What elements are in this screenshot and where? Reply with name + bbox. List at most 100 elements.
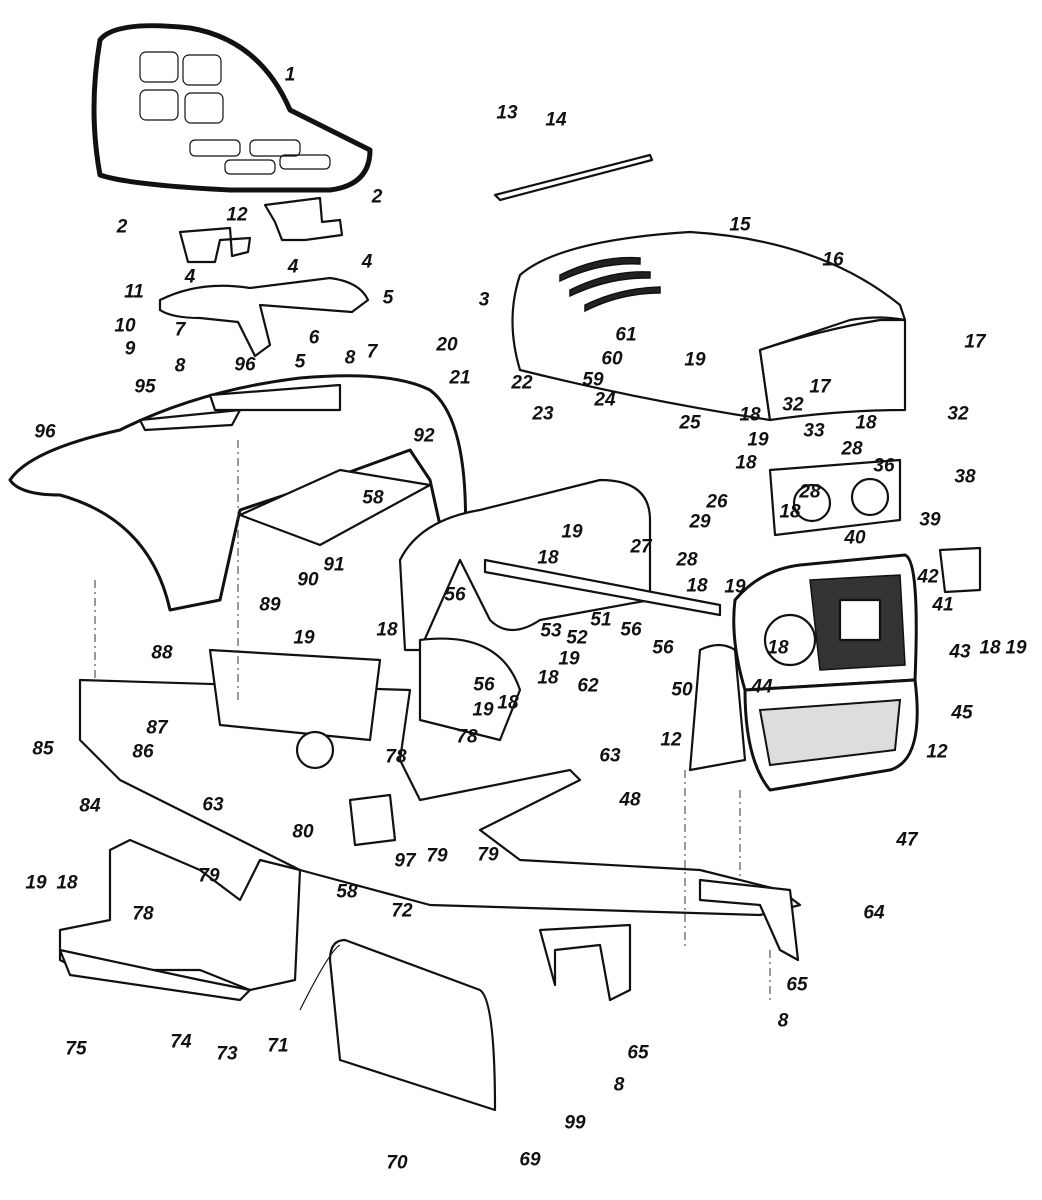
part-number-callout: 19	[25, 872, 47, 894]
part-number-callout: 26	[706, 491, 728, 513]
part-number-callout: 79	[198, 865, 220, 887]
part-number-callout: 56	[652, 637, 674, 659]
part-number-callout: 58	[362, 487, 384, 509]
part-number-callout: 4	[361, 251, 373, 273]
part-number-callout: 21	[449, 367, 471, 389]
part-number-callout: 78	[385, 746, 407, 768]
part-number-callout: 17	[809, 376, 831, 398]
part-number-callout: 62	[577, 675, 599, 697]
part-number-callout: 20	[436, 334, 458, 356]
part-number-callout: 43	[949, 641, 971, 663]
cable	[299, 944, 341, 1011]
part-number-callout: 27	[630, 536, 652, 558]
seat-pan-rail	[158, 276, 370, 358]
part-number-callout: 48	[619, 789, 641, 811]
dash-panel	[398, 478, 652, 652]
part-number-callout: 78	[456, 726, 478, 748]
part-number-callout: 89	[259, 594, 281, 616]
part-number-callout: 85	[32, 738, 54, 760]
part-number-callout: 42	[917, 566, 939, 588]
part-number-callout: 65	[627, 1042, 649, 1064]
part-number-callout: 22	[511, 372, 533, 394]
part-number-callout: 73	[216, 1043, 238, 1065]
part-number-callout: 56	[473, 674, 495, 696]
main-frame	[78, 637, 802, 1002]
part-number-callout: 28	[841, 438, 863, 460]
part-number-callout: 91	[323, 554, 345, 576]
part-number-callout: 65	[786, 974, 808, 996]
part-number-callout: 80	[292, 821, 314, 843]
part-number-callout: 11	[124, 281, 144, 303]
part-number-callout: 18	[767, 637, 789, 659]
part-number-callout: 8	[344, 347, 356, 369]
part-number-callout: 16	[822, 249, 844, 271]
part-number-callout: 97	[394, 850, 416, 872]
part-number-callout: 47	[896, 829, 918, 851]
part-number-callout: 53	[540, 620, 562, 642]
part-number-callout: 28	[799, 481, 821, 503]
part-number-callout: 5	[382, 287, 394, 309]
part-number-callout: 18	[979, 637, 1001, 659]
trim-strip	[493, 153, 654, 202]
part-number-callout: 18	[497, 692, 519, 714]
part-number-callout: 18	[537, 667, 559, 689]
part-number-callout: 2	[371, 186, 383, 208]
part-number-callout: 18	[537, 547, 559, 569]
part-number-callout: 18	[56, 872, 78, 894]
part-number-callout: 79	[426, 845, 448, 867]
part-number-callout: 44	[751, 676, 773, 698]
part-number-callout: 79	[477, 844, 499, 866]
part-number-callout: 5	[294, 351, 306, 373]
part-number-callout: 52	[566, 627, 588, 649]
part-number-callout: 95	[134, 376, 156, 398]
part-number-callout: 74	[170, 1031, 192, 1053]
part-number-callout: 88	[151, 642, 173, 664]
part-number-callout: 15	[729, 214, 751, 236]
part-number-callout: 29	[689, 511, 711, 533]
part-number-callout: 56	[444, 584, 466, 606]
part-number-callout: 7	[174, 319, 186, 341]
part-number-callout: 71	[267, 1035, 289, 1057]
part-number-callout: 12	[660, 729, 682, 751]
part-number-callout: 50	[671, 679, 693, 701]
part-number-callout: 36	[873, 455, 895, 477]
part-number-callout: 7	[366, 341, 378, 363]
part-number-callout: 19	[558, 648, 580, 670]
grille-assembly	[688, 553, 919, 792]
part-number-callout: 41	[932, 594, 954, 616]
part-number-callout: 19	[561, 521, 583, 543]
grille-bracket	[938, 546, 982, 594]
part-number-callout: 32	[782, 394, 804, 416]
fender	[8, 374, 468, 612]
part-number-callout: 96	[34, 421, 56, 443]
part-number-callout: 51	[590, 609, 612, 631]
part-number-callout: 45	[951, 702, 973, 724]
part-number-callout: 23	[532, 403, 554, 425]
part-number-callout: 4	[184, 266, 196, 288]
part-number-callout: 64	[863, 902, 885, 924]
part-number-callout: 58	[336, 881, 358, 903]
part-number-callout: 8	[777, 1010, 789, 1032]
part-number-callout: 19	[724, 576, 746, 598]
part-number-callout: 1	[284, 64, 296, 86]
seat-bracket	[178, 226, 252, 264]
part-number-callout: 92	[413, 425, 435, 447]
part-number-callout: 12	[226, 204, 248, 226]
part-number-callout: 72	[391, 900, 413, 922]
seat	[91, 23, 373, 193]
part-number-callout: 18	[779, 501, 801, 523]
part-number-callout: 18	[739, 404, 761, 426]
part-number-callout: 96	[234, 354, 256, 376]
part-number-callout: 99	[564, 1112, 586, 1134]
part-number-callout: 75	[65, 1038, 87, 1060]
part-number-callout: 59	[582, 369, 604, 391]
part-number-callout: 19	[472, 699, 494, 721]
part-number-callout: 17	[964, 331, 986, 353]
part-number-callout: 87	[146, 717, 168, 739]
part-number-callout: 19	[684, 349, 706, 371]
footrest	[58, 838, 302, 1002]
part-number-callout: 4	[287, 256, 299, 278]
battery-cover	[328, 938, 497, 1112]
part-number-callout: 18	[735, 452, 757, 474]
